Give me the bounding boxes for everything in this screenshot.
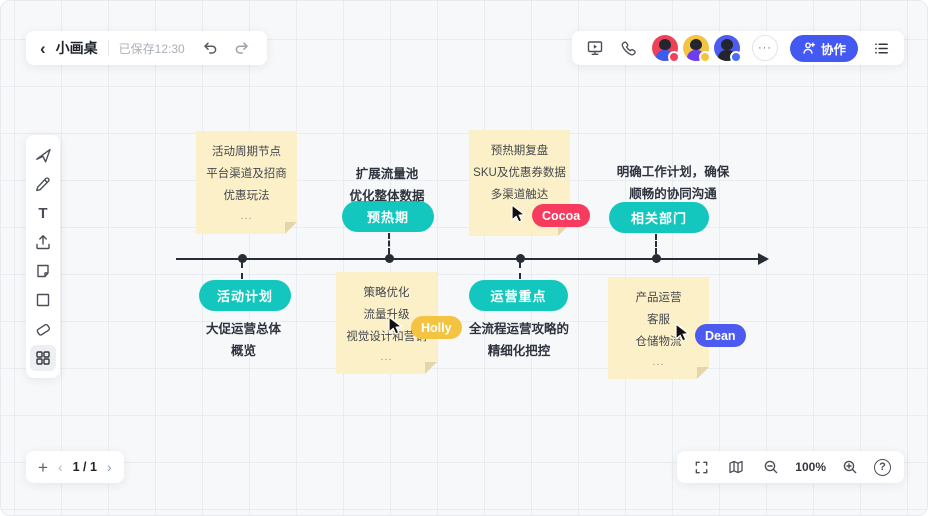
canvas-text[interactable]: 扩展流量池 优化整体数据 bbox=[317, 163, 457, 207]
note-text: 策略优化 bbox=[363, 287, 410, 299]
note-text: 客服 bbox=[647, 314, 670, 326]
zoom-in-button[interactable] bbox=[839, 456, 861, 478]
presence-dot bbox=[667, 51, 680, 63]
note-text: 优惠玩法 bbox=[223, 190, 270, 202]
note-text: 流量升级 bbox=[363, 309, 410, 321]
add-page-button[interactable]: + bbox=[38, 457, 48, 477]
eraser-tool[interactable] bbox=[30, 316, 56, 342]
view-controls: 100% ? bbox=[677, 451, 904, 483]
timeline-node[interactable] bbox=[652, 254, 661, 263]
cursor-label-dean: Dean bbox=[695, 324, 746, 347]
redo-button[interactable] bbox=[231, 37, 253, 59]
note-text: 活动周期节点 bbox=[212, 146, 281, 158]
more-members-button[interactable]: ··· bbox=[751, 35, 778, 61]
connector-dashed bbox=[388, 233, 390, 254]
connector-dashed bbox=[519, 262, 521, 279]
timeline-node[interactable] bbox=[385, 254, 394, 263]
upload-tool[interactable] bbox=[30, 229, 56, 255]
connector-dashed bbox=[241, 262, 243, 279]
note-ellipsis: ... bbox=[380, 351, 393, 363]
text-line: 大促运营总体 bbox=[205, 322, 281, 336]
text-line: 精细化把控 bbox=[487, 344, 551, 358]
text-line: 优化整体数据 bbox=[349, 189, 425, 203]
presence-dot bbox=[729, 51, 742, 63]
note-text: 仓储物流 bbox=[635, 336, 682, 348]
fullscreen-button[interactable] bbox=[690, 456, 712, 478]
back-button[interactable]: ‹ bbox=[40, 38, 46, 58]
cursor-label-holly: Holly bbox=[411, 316, 462, 339]
board-title: 小画桌 bbox=[55, 40, 98, 56]
note-text: 产品运营 bbox=[635, 292, 682, 304]
sticky-note[interactable]: 活动周期节点 平台渠道及招商 优惠玩法 ... bbox=[196, 131, 297, 234]
note-ellipsis: ... bbox=[240, 210, 253, 222]
present-screen-button[interactable] bbox=[584, 37, 606, 59]
avatar-dean[interactable] bbox=[713, 35, 742, 63]
text-line: 概览 bbox=[230, 344, 256, 358]
note-text: 平台渠道及招商 bbox=[206, 168, 287, 180]
note-text: SKU及优惠券数据 bbox=[473, 167, 566, 179]
board-list-button[interactable] bbox=[870, 37, 892, 59]
next-page-button[interactable]: › bbox=[106, 459, 112, 475]
canvas-text[interactable]: 明确工作计划，确保 顺畅的协同沟通 bbox=[592, 161, 754, 205]
zoom-level[interactable]: 100% bbox=[795, 460, 826, 474]
page-indicator: 1 / 1 bbox=[72, 460, 97, 474]
help-button[interactable]: ? bbox=[874, 458, 891, 476]
avatar-cocoa[interactable] bbox=[651, 35, 680, 63]
pen-tool[interactable] bbox=[30, 171, 56, 197]
save-status: 已保存12:30 bbox=[118, 41, 185, 56]
zoom-out-button[interactable] bbox=[760, 456, 782, 478]
prev-page-button[interactable]: ‹ bbox=[57, 459, 63, 475]
collaborator-avatars bbox=[651, 35, 742, 63]
apps-tool[interactable] bbox=[30, 345, 56, 371]
text-line: 顺畅的协同沟通 bbox=[629, 187, 717, 201]
sticky-note[interactable]: 产品运营 客服 仓储物流 ... bbox=[608, 277, 709, 379]
header-right-panel: ··· 协作 bbox=[571, 31, 904, 65]
cursor-label-cocoa: Cocoa bbox=[532, 204, 591, 227]
minimap-button[interactable] bbox=[725, 456, 747, 478]
canvas-text[interactable]: 大促运营总体 概览 bbox=[183, 318, 304, 362]
page-controls: + ‹ 1 / 1 › bbox=[26, 451, 124, 483]
note-fold-corner bbox=[697, 367, 709, 379]
select-tool[interactable] bbox=[30, 142, 56, 168]
header-left-panel: ‹ 小画桌 已保存12:30 bbox=[26, 31, 267, 65]
cursor-cocoa bbox=[511, 203, 527, 223]
phase-pill-warmup[interactable]: 预热期 bbox=[342, 201, 434, 232]
collaborate-label: 协作 bbox=[820, 42, 846, 57]
phase-pill-departments[interactable]: 相关部门 bbox=[609, 202, 709, 233]
note-fold-corner bbox=[425, 362, 437, 374]
cursor-dean bbox=[675, 322, 691, 342]
tool-palette: T bbox=[26, 135, 60, 378]
timeline-node[interactable] bbox=[516, 254, 525, 263]
timeline-node[interactable] bbox=[238, 254, 247, 263]
note-text: 预热期复盘 bbox=[490, 145, 549, 157]
collaborate-button[interactable]: 协作 bbox=[789, 34, 858, 62]
sticky-note-tool[interactable] bbox=[30, 258, 56, 284]
divider bbox=[107, 40, 109, 56]
note-fold-corner bbox=[285, 222, 297, 234]
timeline-arrowhead bbox=[758, 253, 769, 265]
phase-pill-plan[interactable]: 活动计划 bbox=[199, 280, 291, 311]
shape-tool[interactable] bbox=[30, 287, 56, 313]
avatar-holly[interactable] bbox=[682, 35, 711, 63]
phase-pill-operations[interactable]: 运营重点 bbox=[469, 280, 568, 311]
note-text: 视觉设计和营销 bbox=[346, 331, 427, 343]
text-line: 全流程运营攻略的 bbox=[468, 322, 569, 336]
call-button[interactable] bbox=[618, 37, 640, 59]
note-ellipsis: ... bbox=[652, 356, 665, 368]
timeline-arrow[interactable] bbox=[176, 253, 769, 265]
invite-person-icon bbox=[803, 42, 815, 54]
canvas-text[interactable]: 全流程运营攻略的 精细化把控 bbox=[439, 318, 599, 362]
undo-button[interactable] bbox=[199, 37, 221, 59]
note-text: 多渠道触达 bbox=[490, 189, 549, 201]
text-tool[interactable]: T bbox=[30, 200, 56, 226]
text-line: 扩展流量池 bbox=[355, 167, 419, 181]
sticky-note[interactable]: 预热期复盘 SKU及优惠券数据 多渠道触达 bbox=[469, 130, 570, 236]
cursor-holly bbox=[388, 315, 404, 335]
text-line: 明确工作计划，确保 bbox=[616, 165, 730, 179]
presence-dot bbox=[698, 51, 711, 63]
connector-dashed bbox=[655, 234, 657, 254]
text-tool-glyph: T bbox=[38, 204, 48, 222]
